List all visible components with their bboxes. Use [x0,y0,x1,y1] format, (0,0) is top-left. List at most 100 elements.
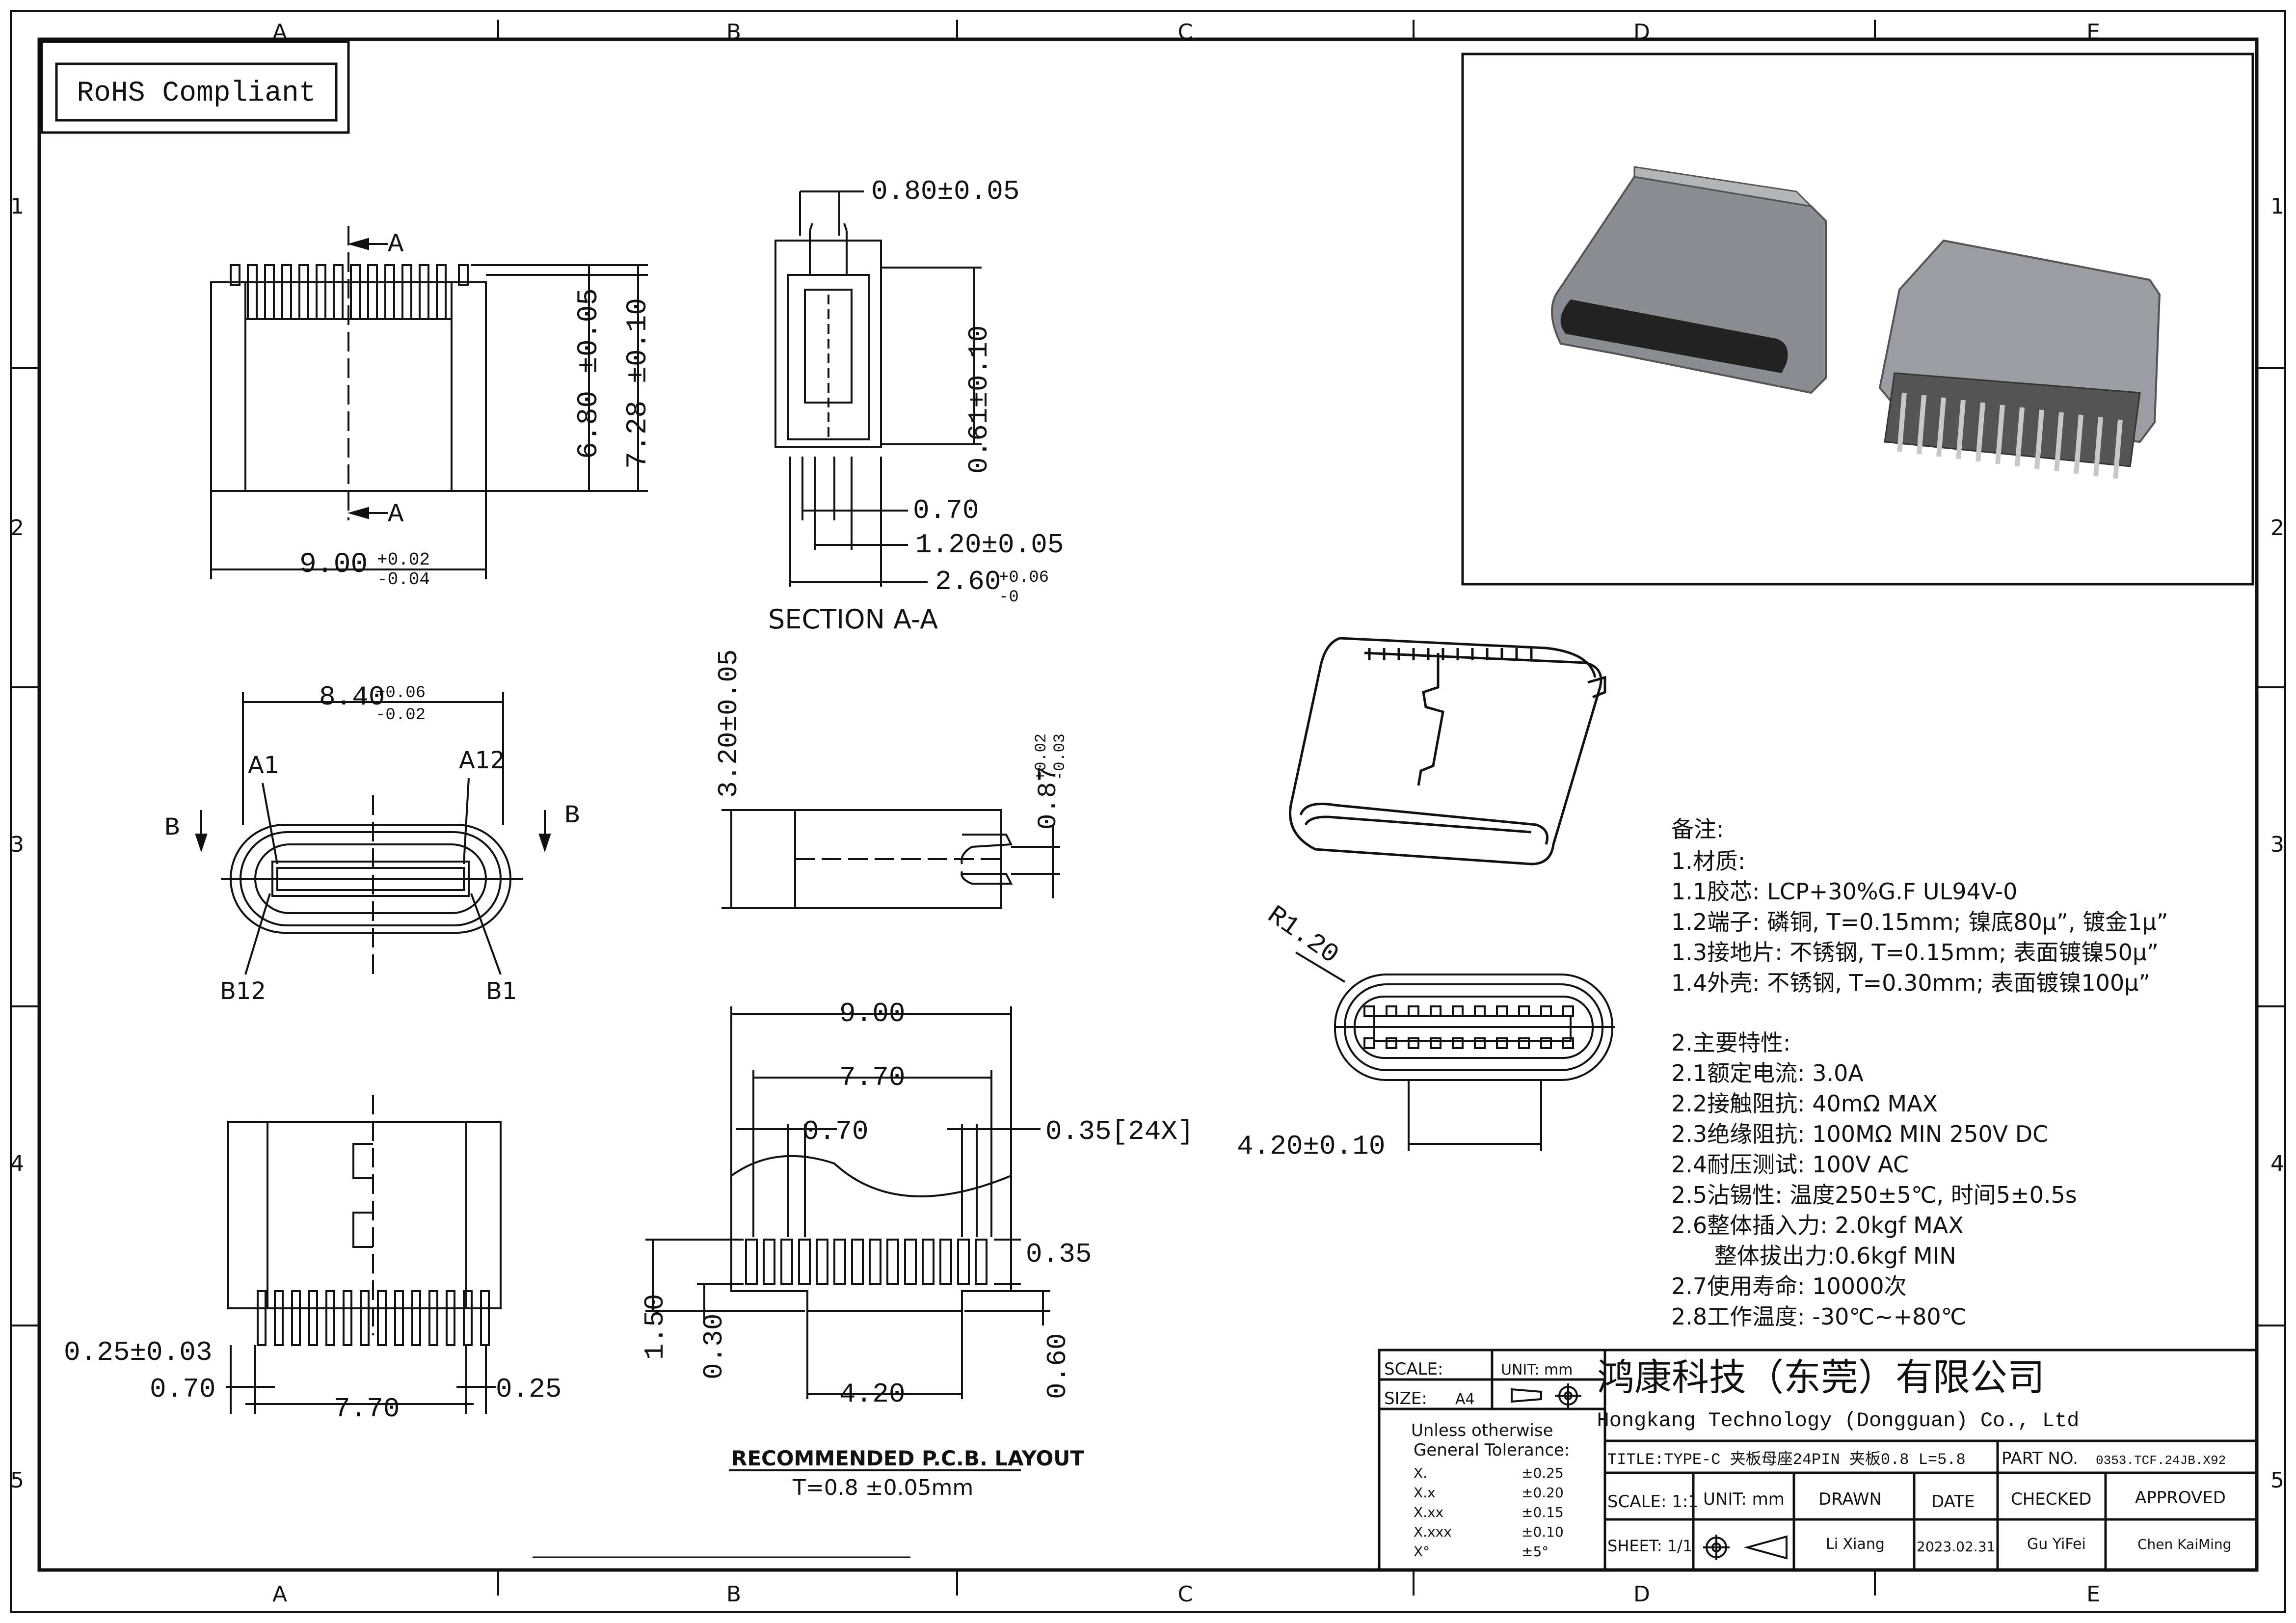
notes-line-15: 2.7使用寿命: 10000次 [1671,1273,1907,1299]
tb-scale-cell: SCALE: 1:1 [1607,1492,1699,1512]
front-section-mark-top: A [388,230,404,260]
side-view [721,809,1060,909]
tb-checked-label: CHECKED [2011,1489,2092,1509]
tb-date-label: DATE [1931,1492,1975,1512]
side-dim-height: 3.20±0.05 [713,649,745,798]
tb-tol-val-0: ±0.25 [1522,1465,1564,1481]
end-label-a1: A1 [248,752,279,779]
pcb-dim-060: 0.60 [1042,1333,1073,1399]
rohs-label: RoHS Compliant [77,78,316,109]
notes-line-14: 整体拔出力:0.6kgf MIN [1671,1243,1956,1269]
tb-tol-val-2: ±0.15 [1522,1504,1564,1520]
tb-scale-label: SCALE: [1384,1359,1443,1379]
connector-photo-1-opening [1560,299,1788,373]
zone-col-bottom-e: E [2086,1582,2100,1607]
end-section-b-right: B [564,801,580,830]
pcb-title: RECOMMENDED P.C.B. LAYOUT [731,1446,1084,1470]
tb-sheet-cell: SHEET: 1/1 [1607,1537,1692,1555]
section-dim-side: 0.61±0.10 [963,325,995,474]
tb-tol-key-0: X. [1414,1465,1427,1481]
zone-row-left-1: 1 [10,194,24,219]
zone-row-left-5: 5 [10,1468,24,1493]
end-section-b-left: B [164,813,180,842]
pcb-dim-900: 9.00 [839,998,905,1029]
tb-tol-key-1: X.x [1414,1485,1436,1501]
notes-line-9: 2.2接触阻抗: 40mΩ MAX [1671,1090,1938,1117]
zone-col-bottom-a: A [272,1582,287,1607]
tb-tol-val-1: ±0.20 [1522,1485,1564,1501]
iso-front-contacts [1363,1005,1574,1049]
section-dim-260-plus: +0.06 [999,568,1049,587]
bottom-dim-025-003: 0.25±0.03 [64,1337,212,1368]
tb-drawn: Li Xiang [1826,1536,1885,1553]
section-dim-260: 2.60 [935,566,1001,597]
bottom-view [226,1095,502,1414]
pcb-thickness: T=0.8 ±0.05mm [792,1475,973,1500]
pcb-dim-420: 4.20 [839,1379,905,1410]
bottom-view-pins [257,1290,490,1346]
tb-tolerance-title-1: Unless otherwise [1411,1421,1553,1440]
section-title: SECTION A-A [768,604,938,635]
notes-line-10: 2.3绝缘阻抗: 100MΩ MIN 250V DC [1671,1121,2048,1147]
tb-drawn-label: DRAWN [1818,1489,1882,1509]
notes-line-3: 1.2端子: 磷铜, T=0.15mm; 镍底80μ”, 镀金1μ” [1671,909,2168,935]
pcb-dim-035-24x: 0.35[24X] [1045,1116,1194,1147]
pcb-dim-150: 1.50 [640,1294,671,1360]
notes-header: 备注: [1671,816,1724,842]
iso-dim-420: 4.20±0.10 [1237,1131,1385,1162]
zone-row-left-4: 4 [10,1151,24,1176]
tb-unit-cell: UNIT: mm [1703,1489,1785,1509]
zone-row-right-2: 2 [2270,515,2284,541]
zone-row-right-1: 1 [2270,194,2284,219]
tb-approved-label: APPROVED [2135,1488,2226,1508]
notes-line-5: 1.4外壳: 不锈钢, T=0.30mm; 表面镀镍100μ” [1671,970,2150,996]
iso-view [1289,637,1606,866]
tb-tol-val-3: ±0.10 [1522,1524,1564,1540]
tb-part-no: 0353.TCF.24JB.X92 [2096,1453,2226,1468]
zone-row-left-3: 3 [10,832,24,857]
pcb-dim-770: 7.70 [839,1062,905,1093]
tb-title: TITLE:TYPE-C 夹板母座24PIN 夹板0.8 L=5.8 [1607,1450,1966,1469]
projection-symbol-small [1511,1383,1581,1408]
zone-col-bottom-b: B [726,1582,741,1607]
end-label-b1: B1 [486,977,517,1005]
end-dim-width: 8.40 [319,681,385,713]
bottom-dim-025: 0.25 [496,1374,561,1405]
tb-tol-key-4: X° [1414,1543,1430,1560]
zone-ticks [11,20,2285,1596]
zone-col-bottom-d: D [1633,1582,1650,1607]
zone-col-top-b: B [726,20,741,45]
bottom-dim-070: 0.70 [150,1374,215,1405]
projection-symbol-large [1703,1535,1788,1560]
notes-line-1: 1.材质: [1671,848,1745,874]
connector-photo-2-pins [1897,392,2123,479]
zone-col-bottom-c: C [1178,1582,1193,1607]
pcb-dim-035: 0.35 [1026,1239,1092,1270]
outer-frame [10,10,2286,1613]
section-dim-070: 0.70 [913,495,979,526]
tb-tol-key-3: X.xxx [1414,1524,1452,1540]
zone-col-top-e: E [2086,20,2100,45]
pcb-pads [745,1239,988,1285]
bottom-dim-770: 7.70 [334,1393,400,1425]
tb-part-no-label: PART NO. [2002,1449,2078,1468]
front-dim-height-1: 6.80 ±0.05 [573,288,605,459]
zone-row-right-3: 3 [2270,832,2284,857]
tb-company-en: Hongkang Technology (Dongguan) Co., Ltd [1597,1409,2080,1433]
pcb-dim-070: 0.70 [802,1116,868,1147]
zone-col-top-c: C [1178,20,1193,45]
notes-line-12: 2.5沾锡性: 温度250±5℃, 时间5±0.5s [1671,1182,2077,1208]
front-dim-height-2: 7.28 ±0.10 [622,298,654,469]
product-photo [1461,53,2254,586]
front-view [210,226,648,579]
section-dim-120: 1.20±0.05 [915,529,1064,561]
section-dim-top: 0.80±0.05 [871,176,1019,207]
tb-company-cn: 鸿康科技（东莞）有限公司 [1597,1355,2045,1399]
rohs-badge: RoHS Compliant [40,40,350,134]
tb-size-label: SIZE: [1384,1389,1427,1408]
pcb-dim-030: 0.30 [698,1314,730,1380]
notes-line-8: 2.1额定电流: 3.0A [1671,1060,1864,1086]
front-dim-width-plus: +0.02 [377,550,430,570]
tb-tol-val-4: ±5° [1522,1543,1548,1560]
